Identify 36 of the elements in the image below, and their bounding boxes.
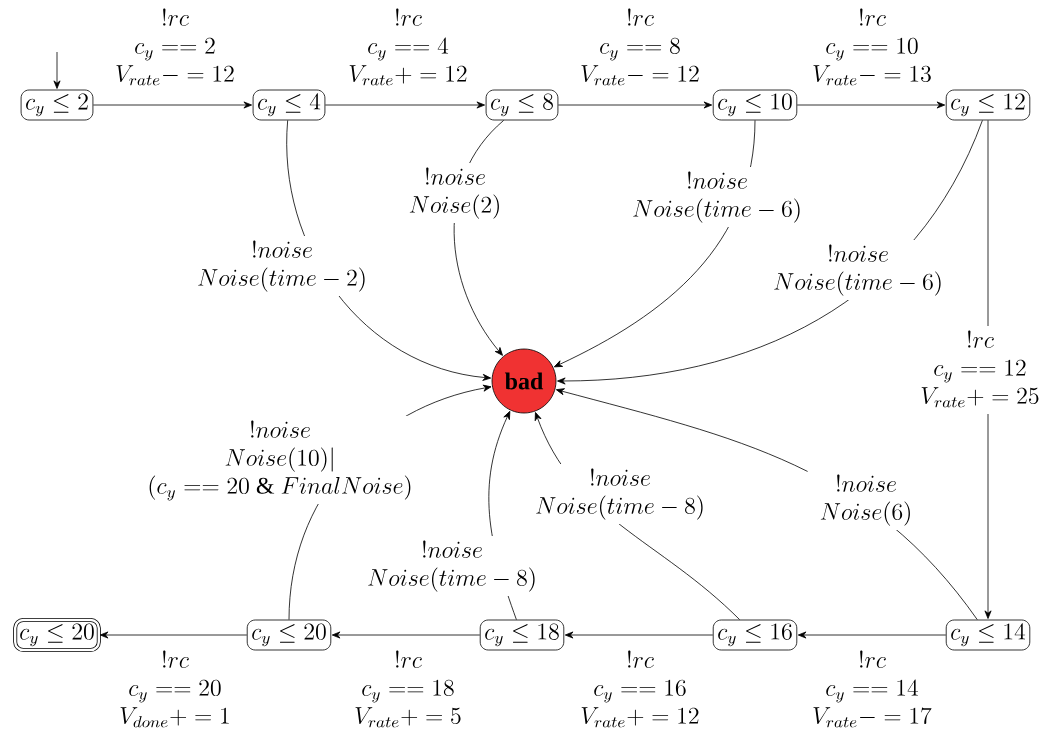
arrow [53,51,61,89]
edge-label: $\begin{array}{c} !rc \\ c_y == 20 \\ V_{done} += 1 \end{array}$ [107,646,243,734]
edge-label: $\begin{array}{c} !rc \\ c_y == 14 \\ V_{rate} -= 17 \end{array}$ [800,646,944,734]
edge-label: $\begin{array}{c} !noise \\ Noise(10)| \\ (c_y == 20 \ \& \ FinalNoise) \end{array}$ [135,416,425,504]
arrow [797,631,947,639]
edge-label: $\begin{array}{c} !rc \\ c_y == 10 \\ V_{rate} -= 13 \end{array}$ [800,4,944,92]
edge-label: $\begin{array}{c} !rc \\ c_y == 2 \\ V_{rate} -= 12 \end{array}$ [103,4,247,92]
state-box: $c_y \leq 8$ [485,89,559,121]
edge-label: $\begin{array}{c} !rc \\ c_y == 16 \\ V_{rate} += 12 \end{array}$ [568,646,712,734]
edge-label: $\begin{array}{c} !noise \\ Noise(time-8) \end{array}$ [523,464,717,524]
edge-label: $\begin{array}{c} !noise \\ Noise(time-8) \end{array}$ [355,536,549,596]
state-box: $c_y \leq 18$ [479,619,565,651]
state-box: $c_y \leq 10$ [712,89,798,121]
arrow [331,631,481,639]
edge-label: $\begin{array}{c} !noise \\ Noise(time-6) \end{array}$ [761,240,955,300]
state-box: $c_y \leq 16$ [712,619,798,651]
arrow [564,631,714,639]
arrow [99,631,248,639]
final-state-box: $c_y \leq 20$ [13,618,101,652]
edge-label: $\begin{array}{c} !rc \\ c_y == 18 \\ V_{rate} += 5 \end{array}$ [342,646,474,734]
edge-label: $\begin{array}{c} !noise \\ Noise(time-2) \end{array}$ [185,236,379,296]
edge-label: $\begin{array}{c} !rc \\ c_y == 12 \\ V_{rate} += 25 \end{array}$ [908,326,1045,414]
state-box: $c_y \leq 20$ [246,619,332,651]
arrow [92,101,252,109]
arrow [557,101,713,109]
arrow [796,101,946,109]
arrow [324,101,485,109]
state-box: $c_y \leq 2$ [20,89,94,121]
state-box: $c_y \leq 4$ [252,89,326,121]
edge-label: $\begin{array}{c} !noise \\ Noise(2) \end{array}$ [396,163,514,223]
state-box: $c_y \leq 12$ [945,89,1031,121]
edge-label: $\begin{array}{c} !noise \\ Noise(6) \end{array}$ [807,470,925,530]
edge-label: $\begin{array}{c} !rc \\ c_y == 8 \\ V_{rate} -= 12 \end{array}$ [568,4,712,92]
edge-label: $\begin{array}{c} !noise \\ Noise(time-6) \end{array}$ [620,167,814,227]
edge-label: $\begin{array}{c} !rc \\ c_y == 4 \\ V_{rate} += 12 \end{array}$ [336,4,480,92]
state-box: $c_y \leq 14$ [945,619,1031,651]
